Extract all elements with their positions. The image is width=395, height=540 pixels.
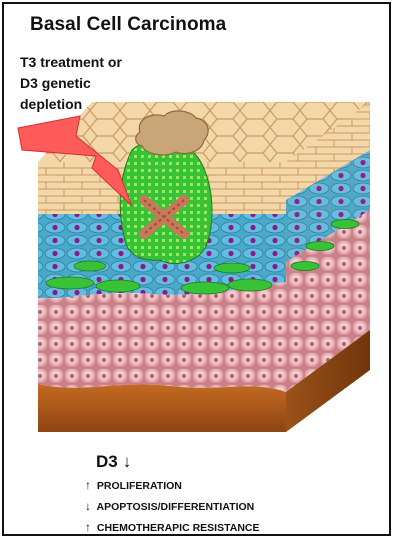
- d3-status: D3 ↓: [96, 452, 131, 472]
- effect-proliferation: ↑ PROLIFERATION: [82, 475, 260, 496]
- arrow-down-icon: ↓: [123, 452, 132, 471]
- effect-chemotherapic-resistance: ↑ CHEMOTHERAPIC RESISTANCE: [82, 517, 260, 538]
- effect-label: CHEMOTHERAPIC RESISTANCE: [97, 522, 260, 534]
- subcutaneous-layer: [38, 384, 286, 432]
- effect-label: APOPTOSIS/DIFFERENTIATION: [97, 501, 255, 513]
- tumor-mass: [120, 142, 212, 264]
- dermis-layer: [38, 282, 286, 392]
- d3-label: D3: [96, 452, 118, 471]
- arrow-down-icon: ↓: [82, 496, 94, 516]
- arrow-up-icon: ↑: [82, 517, 94, 537]
- arrow-up-icon: ↑: [82, 475, 94, 495]
- effects-list: ↑ PROLIFERATION ↓ APOPTOSIS/DIFFERENTIAT…: [82, 475, 260, 538]
- effect-apoptosis-differentiation: ↓ APOPTOSIS/DIFFERENTIATION: [82, 496, 260, 517]
- effect-label: PROLIFERATION: [97, 480, 182, 492]
